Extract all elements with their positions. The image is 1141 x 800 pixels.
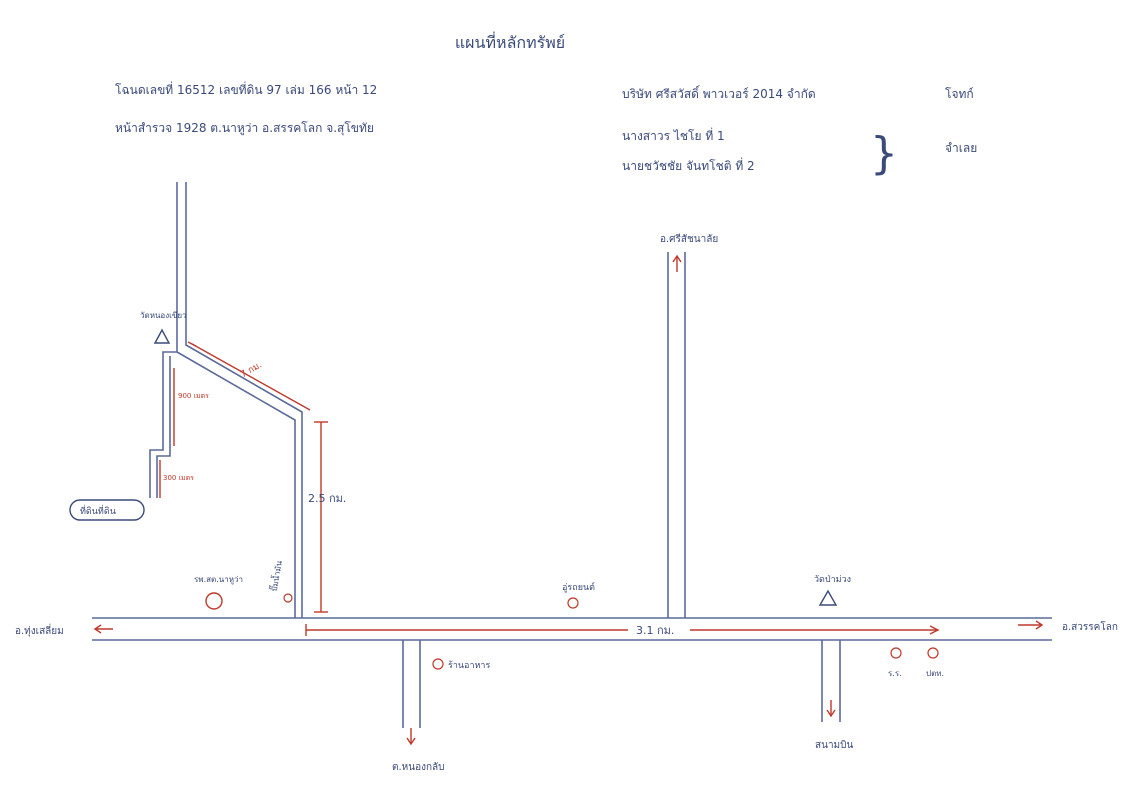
access-road	[176, 182, 303, 618]
main-road	[92, 617, 1052, 641]
label-shop-1: ปั๊มน้ำมัน	[268, 559, 284, 592]
school-marker	[205, 592, 223, 610]
distance-vertical-label: 2.5 กม.	[308, 492, 346, 505]
label-place-b: ปตท.	[926, 669, 944, 678]
distance-horizontal	[305, 624, 940, 636]
distance-left-upper-label: 900 เมตร	[178, 392, 209, 400]
label-east-road: อ.สวรรคโลก	[1062, 620, 1118, 633]
land-plot-boundary	[149, 351, 177, 498]
party-brace: }	[870, 128, 898, 179]
map-title: แผนที่หลักทรัพย์	[455, 31, 565, 52]
label-north-road: อ.ศรีสัชนาลัย	[660, 233, 718, 245]
defendant-1: นางสาวร ไชโย ที่ 1	[622, 127, 725, 143]
temple-left-icon	[153, 328, 171, 344]
shop-1-marker	[283, 593, 293, 603]
label-place-a: ร.ร.	[888, 669, 902, 678]
defendant-label: จำเลย	[945, 141, 977, 155]
plaintiff-company: บริษัท ศรีสวัสดิ์ พาวเวอร์ 2014 จำกัด	[622, 85, 816, 101]
arrow-south-right	[826, 700, 836, 718]
label-land-plot: ที่ดินที่ดิน	[80, 504, 116, 517]
distance-diagonal	[187, 341, 311, 411]
label-shop-3: ร้านอาหาร	[448, 660, 490, 671]
north-road	[667, 252, 686, 618]
south-road-right	[821, 640, 841, 722]
label-south-road-1: ต.หนองกลับ	[392, 762, 445, 773]
label-west-road: อ.ทุ่งเสลี่ยม	[15, 623, 64, 637]
deed-info-line-1: โฉนดเลขที่ 16512 เลขที่ดิน 97 เล่ม 166 ห…	[115, 81, 377, 97]
deed-info-line-2: หน้าสำรวจ 1928 ต.นาหูว่า อ.สรรคโลก จ.สุโ…	[115, 121, 374, 136]
arrow-east	[1018, 620, 1044, 630]
place-b-marker	[927, 647, 939, 659]
label-school: รพ.สต.นาหูว่า	[194, 575, 243, 585]
arrow-north	[672, 254, 682, 272]
defendant-2: นายชวัชชัย จันทโชติ ที่ 2	[622, 157, 755, 173]
shop-3-marker	[432, 658, 444, 670]
land-plot-box	[69, 499, 145, 521]
temple-right-icon	[818, 589, 838, 606]
label-temple-right: วัดป่าม่วง	[814, 575, 851, 585]
plaintiff-label: โจทก์	[945, 87, 974, 101]
label-south-road-2: สนามบิน	[815, 740, 853, 751]
arrow-south-left	[406, 728, 416, 746]
label-shop-2: อู่รถยนต์	[562, 581, 595, 593]
arrow-west	[93, 624, 113, 634]
place-a-marker	[890, 647, 902, 659]
distance-left-lower-label: 300 เมตร	[163, 474, 194, 482]
shop-2-marker	[567, 597, 579, 609]
distance-horizontal-label: 3.1 กม.	[636, 624, 674, 637]
south-road-left	[402, 640, 421, 728]
distance-vertical	[314, 421, 328, 613]
label-temple-left: วัดหนองเขียว	[140, 311, 187, 320]
